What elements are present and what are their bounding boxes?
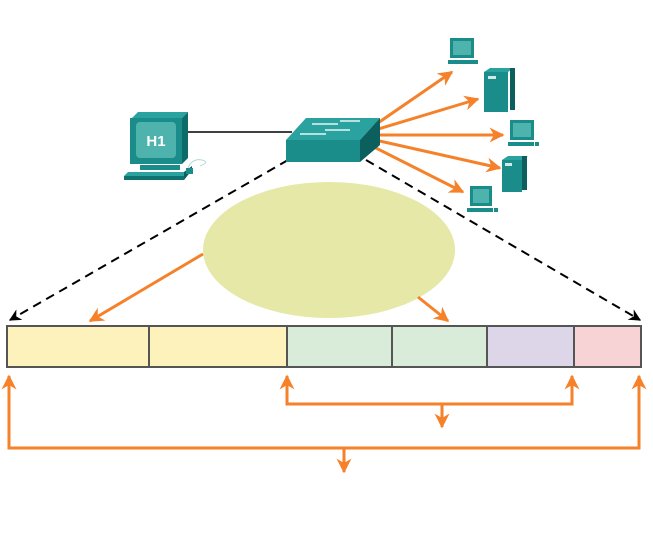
bracket-arrows [1, 374, 647, 474]
dashed-projection-left [8, 159, 289, 321]
host-h1[interactable]: H1 [124, 112, 206, 180]
ellipse-arrow-left [88, 252, 204, 323]
forwarding-arrows [371, 70, 505, 194]
dashed-projection-right [365, 159, 642, 321]
frame-field-5 [486, 325, 575, 368]
destination-server-2[interactable] [502, 156, 528, 192]
frame-ellipse [203, 182, 455, 318]
desktop-computer-icon [508, 120, 539, 146]
frame-field-3 [286, 325, 393, 368]
desktop-computer-icon [124, 112, 206, 180]
frame-field-6 [573, 325, 642, 368]
frame-field-2 [148, 325, 288, 368]
destination-server-1[interactable] [484, 68, 515, 112]
inner-bracket [285, 377, 574, 406]
server-tower-icon [502, 156, 528, 192]
forward-arrow-4 [374, 138, 502, 173]
destination-pc-2[interactable] [508, 120, 539, 146]
frame-bar [6, 325, 642, 368]
server-tower-icon [484, 68, 515, 112]
network-switch-icon[interactable] [286, 118, 380, 162]
destination-pc-1[interactable] [448, 38, 478, 64]
frame-field-1 [6, 325, 150, 368]
desktop-computer-icon [448, 38, 478, 64]
forward-arrow-2 [374, 95, 480, 132]
forward-arrow-5 [371, 144, 465, 194]
frame-field-4 [391, 325, 488, 368]
ellipse-arrow-right [417, 295, 450, 323]
desktop-computer-icon [467, 186, 498, 212]
forward-arrow-1 [374, 70, 454, 127]
host-label: H1 [146, 133, 165, 150]
destination-pc-3[interactable] [467, 186, 498, 212]
outer-bracket [7, 377, 641, 450]
